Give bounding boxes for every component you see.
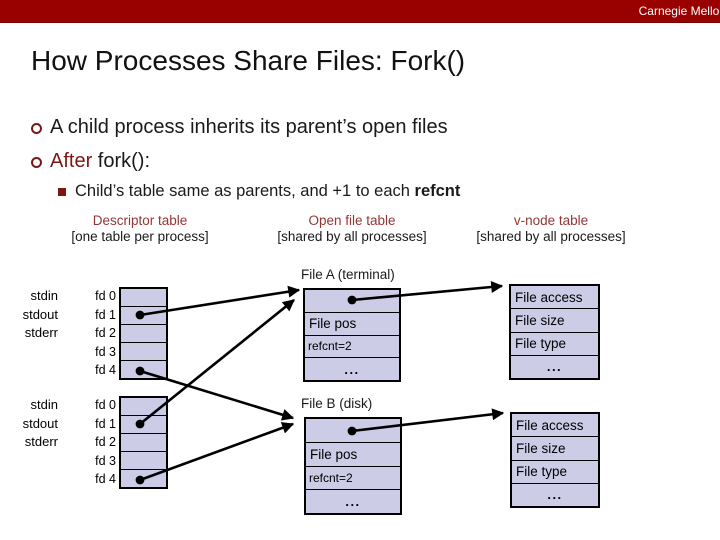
ellipsis-cell: ... [546, 359, 563, 375]
column-title: Open file table [308, 213, 396, 228]
stderr-label: stderr [24, 325, 58, 341]
file-size-cell: File size [511, 309, 598, 333]
child-fd-labels: fd 0 fd 1 fd 2 fd 3 fd 4 [88, 396, 116, 489]
fd-label: fd 0 [95, 398, 116, 412]
file-b-table: File pos refcnt=2 ... [304, 417, 402, 515]
file-access-cell: File access [511, 286, 598, 310]
fd-cell [121, 307, 166, 325]
child-descriptor-table [119, 396, 168, 489]
file-pointer-cell [305, 290, 399, 313]
column-header-vnode-table: v-node table [shared by all processes] [451, 213, 651, 245]
fd-cell [121, 470, 166, 487]
child-stdio-labels: stdin stdout stderr [16, 396, 58, 452]
refcnt-cell: refcnt=2 [305, 336, 399, 359]
vnode-a-table: File access File size File type ... [509, 284, 600, 380]
file-type-cell: File type [511, 333, 598, 356]
stdout-label: stdout [22, 306, 58, 322]
page-title: How Processes Share Files: Fork() [31, 45, 466, 76]
vnode-b-table: File access File size File type ... [510, 412, 600, 508]
stderr-label: stderr [24, 434, 58, 450]
ellipsis-cell: ... [547, 487, 563, 503]
sub-bullet-line: Child’s table same as parents, and +1 to… [75, 182, 460, 201]
fd-cell [121, 434, 166, 452]
file-a-table: File pos refcnt=2 ... [303, 288, 401, 382]
fd-cell [121, 361, 166, 378]
file-pointer-cell [306, 419, 400, 443]
file-a-label: File A (terminal) [301, 267, 395, 282]
banner: Carnegie Mellon [0, 0, 720, 23]
stdin-label: stdin [30, 397, 58, 412]
fd-cell [121, 398, 166, 416]
sub-bullet-text: Child’s table same as parents, and +1 to… [75, 182, 415, 200]
fd-label: fd 2 [95, 435, 116, 450]
column-title: v-node table [513, 213, 589, 228]
file-pos-cell: File pos [305, 313, 399, 336]
column-header-descriptor-table: Descriptor table [one table per process] [40, 213, 240, 245]
bullet-circle-icon [31, 157, 42, 168]
ellipsis-cell: ... [344, 361, 360, 377]
sub-bullet-refcnt: refcnt [414, 182, 461, 200]
stdout-label: stdout [22, 415, 58, 431]
fd-cell [121, 289, 166, 307]
fd-label: fd 2 [95, 326, 116, 341]
parent-fd-labels: fd 0 fd 1 fd 2 fd 3 fd 4 [88, 287, 116, 380]
fd-label: fd 1 [95, 416, 116, 431]
file-size-cell: File size [512, 437, 598, 461]
fd-label: fd 0 [95, 289, 116, 303]
bullet-circle-icon [31, 123, 42, 134]
ellipsis-cell: ... [345, 494, 361, 510]
bullet-2-rest: fork(): [92, 150, 151, 172]
bullet-line-2: After fork(): [50, 150, 150, 173]
stdin-label: stdin [30, 288, 58, 303]
file-pos-cell: File pos [306, 443, 400, 467]
fd-label: fd 4 [95, 472, 116, 487]
fd-label: fd 4 [95, 363, 116, 378]
column-title: Descriptor table [92, 213, 188, 228]
file-access-cell: File access [512, 414, 598, 438]
bullet-line-1: A child process inherits its parent’s op… [50, 116, 448, 138]
fd-label: fd 1 [95, 307, 116, 322]
bullet-square-icon [58, 188, 66, 196]
column-subtitle: [shared by all processes] [277, 229, 427, 244]
parent-stdio-labels: stdin stdout stderr [16, 287, 58, 343]
file-b-label: File B (disk) [301, 396, 373, 411]
fd-cell [121, 325, 166, 343]
bullet-2-accent: After [50, 150, 93, 172]
fd-cell [121, 452, 166, 470]
file-type-cell: File type [512, 461, 598, 484]
column-subtitle: [one table per process] [71, 229, 209, 244]
fd-cell [121, 416, 166, 434]
column-header-open-file-table: Open file table [shared by all processes… [252, 213, 452, 245]
parent-descriptor-table [119, 287, 168, 380]
fd-label: fd 3 [95, 344, 116, 359]
refcnt-cell: refcnt=2 [306, 467, 400, 491]
fd-cell [121, 343, 166, 361]
fd-label: fd 3 [95, 453, 116, 468]
column-subtitle: [shared by all processes] [476, 229, 626, 244]
brand-text: Carnegie Mellon [638, 4, 720, 18]
